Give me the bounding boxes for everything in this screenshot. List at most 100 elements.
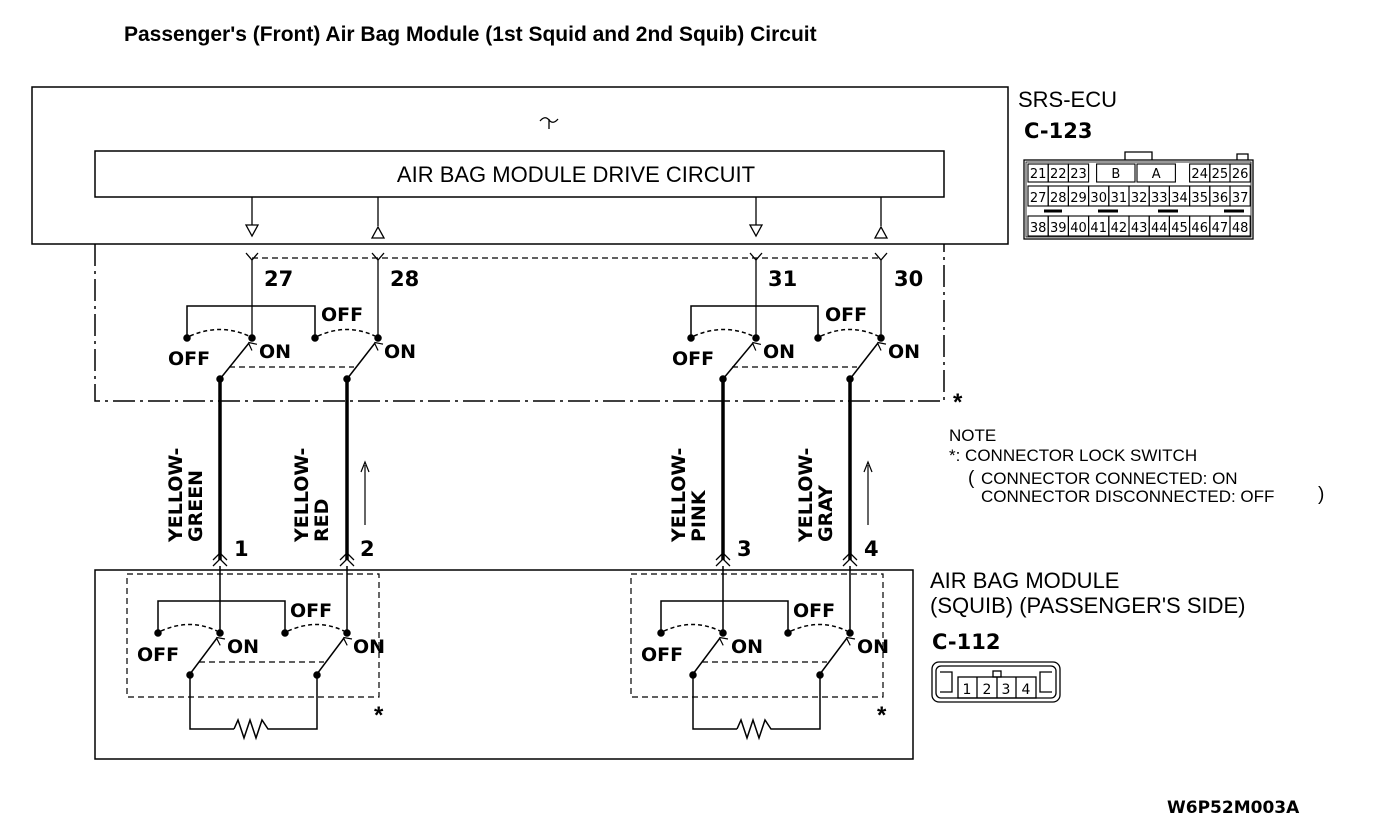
ecu-lock-asterisk: *	[953, 389, 963, 416]
module-lock-asterisk-left: *	[374, 702, 384, 729]
module-label-line1: AIR BAG MODULE	[930, 568, 1119, 593]
module-pin-2: 2	[983, 682, 992, 698]
ecu-switch4-on-label: ON	[888, 341, 920, 363]
ecu-pin-24: 24	[1191, 167, 1208, 182]
ecu-pin-35: 35	[1191, 191, 1208, 206]
ecu-key-A-cell	[1136, 163, 1176, 183]
note-line1: *: CONNECTOR LOCK SWITCH	[949, 446, 1197, 465]
ecu-pin-36: 36	[1212, 191, 1229, 206]
note-line2: CONNECTOR CONNECTED: ON	[981, 469, 1238, 488]
ecu-pin-32: 32	[1131, 191, 1148, 206]
terminal-1: 1	[234, 537, 249, 561]
terminal-31: 31	[768, 267, 797, 291]
wire1-color-line2: GREEN	[185, 470, 207, 542]
ecu-pin-25: 25	[1212, 167, 1229, 182]
ecu-terminal-lines	[244, 197, 889, 239]
module-internal-wires	[219, 566, 851, 633]
terminal-2: 2	[360, 537, 375, 561]
ecu-switch3-off-label: OFF	[672, 348, 714, 370]
ecu-pin-27: 27	[1030, 191, 1047, 206]
ecu-switch2-on-label: ON	[384, 341, 416, 363]
module-switch3-off-label: OFF	[641, 644, 683, 666]
wire4-color-line2: GRAY	[815, 485, 837, 542]
wire3-color-line2: PINK	[688, 489, 710, 542]
ecu-pin-31: 31	[1111, 191, 1128, 206]
terminal-27: 27	[264, 267, 293, 291]
ecu-switch3-on-label: ON	[763, 341, 795, 363]
ecu-pin-23-cell	[1067, 163, 1090, 183]
module-pin-3: 3	[1002, 682, 1011, 698]
module-connector-id: C-112	[932, 630, 1000, 654]
wire2-color-line2: RED	[311, 499, 333, 542]
ecu-key-B-cell	[1096, 163, 1136, 183]
note-paren-close: )	[1318, 484, 1324, 505]
module-switch-group-right	[657, 600, 853, 741]
drive-circuit-box	[94, 150, 945, 198]
ecu-pin-45: 45	[1171, 221, 1188, 236]
ecu-pin-28: 28	[1050, 191, 1067, 206]
module-switch4-off-label: OFF	[793, 600, 835, 622]
module-switch4-on-label: ON	[857, 636, 889, 658]
module-lock-box-right	[630, 573, 884, 698]
note-paren-open: (	[968, 468, 975, 489]
srs-ecu-box: AIR BAG MODULE DRIVE CIRCUIT	[31, 86, 1009, 245]
wire4-color-line1: YELLOW-	[795, 448, 817, 543]
module-pin-1: 1	[963, 682, 972, 698]
module-switch3-on-label: ON	[731, 636, 763, 658]
ecu-switch1-on-label: ON	[259, 341, 291, 363]
module-switch-group-left	[154, 600, 350, 741]
module-switch1-off-label: OFF	[137, 644, 179, 666]
ecu-pin-26-cell	[1229, 163, 1251, 183]
wire1-color-line1: YELLOW-	[165, 448, 187, 543]
srs-ecu-label: SRS-ECU	[1018, 87, 1117, 112]
ecu-pin-23: 23	[1070, 167, 1087, 182]
ecu-pin-39: 39	[1050, 221, 1067, 236]
module-switch1-on-label: ON	[227, 636, 259, 658]
ecu-key-B: B	[1111, 167, 1120, 182]
module-switch2-off-label: OFF	[290, 600, 332, 622]
module-connector-face	[931, 661, 1061, 703]
ecu-pin-37: 37	[1232, 191, 1249, 206]
ecu-switch4-off-label: OFF	[825, 304, 867, 326]
note-heading: NOTE	[949, 426, 996, 445]
ecu-pin-43: 43	[1131, 221, 1148, 236]
ecu-pin-30: 30	[1090, 191, 1107, 206]
figure-code: W6P52M003A	[1167, 798, 1300, 818]
ecu-key-A: A	[1152, 167, 1161, 182]
ecu-switch1-off-label: OFF	[168, 348, 210, 370]
drive-circuit-label: AIR BAG MODULE DRIVE CIRCUIT	[397, 162, 755, 187]
ecu-pin-21: 21	[1030, 167, 1047, 182]
ecu-pin-26: 26	[1232, 167, 1249, 182]
wire2-color-line1: YELLOW-	[291, 448, 313, 543]
ecu-pin-44: 44	[1151, 221, 1168, 236]
ecu-connector-id: C-123	[1024, 119, 1092, 143]
terminal-4: 4	[864, 537, 879, 561]
module-connector-chevrons	[212, 552, 858, 567]
page-title: Passenger's (Front) Air Bag Module (1st …	[124, 23, 817, 46]
ecu-pin-48-cell	[1229, 215, 1251, 237]
wire3-color-line1: YELLOW-	[668, 448, 690, 543]
ecu-pin-40: 40	[1070, 221, 1087, 236]
terminal-28: 28	[390, 267, 419, 291]
terminal-30: 30	[894, 267, 923, 291]
air-bag-module-box	[94, 569, 914, 760]
harness-wires	[218, 379, 852, 560]
ecu-switch2-off-label: OFF	[321, 304, 363, 326]
ecu-pin-33: 33	[1151, 191, 1168, 206]
note-line3: CONNECTOR DISCONNECTED: OFF	[981, 487, 1274, 506]
module-pin-4: 4	[1022, 682, 1031, 698]
ecu-pin-34: 34	[1171, 191, 1188, 206]
ecu-pin-22: 22	[1050, 167, 1067, 182]
ecu-pin-38: 38	[1030, 221, 1047, 236]
ecu-pin-46: 46	[1191, 221, 1208, 236]
module-lock-box-left	[126, 573, 380, 698]
module-switch2-on-label: ON	[353, 636, 385, 658]
current-arrows	[360, 460, 873, 525]
module-lock-asterisk-right: *	[877, 702, 887, 729]
ecu-pin-37-cell	[1229, 185, 1251, 207]
ecu-terminal-forks	[245, 252, 888, 338]
ecu-pin-29: 29	[1070, 191, 1087, 206]
ecu-pin-48: 48	[1232, 221, 1249, 236]
